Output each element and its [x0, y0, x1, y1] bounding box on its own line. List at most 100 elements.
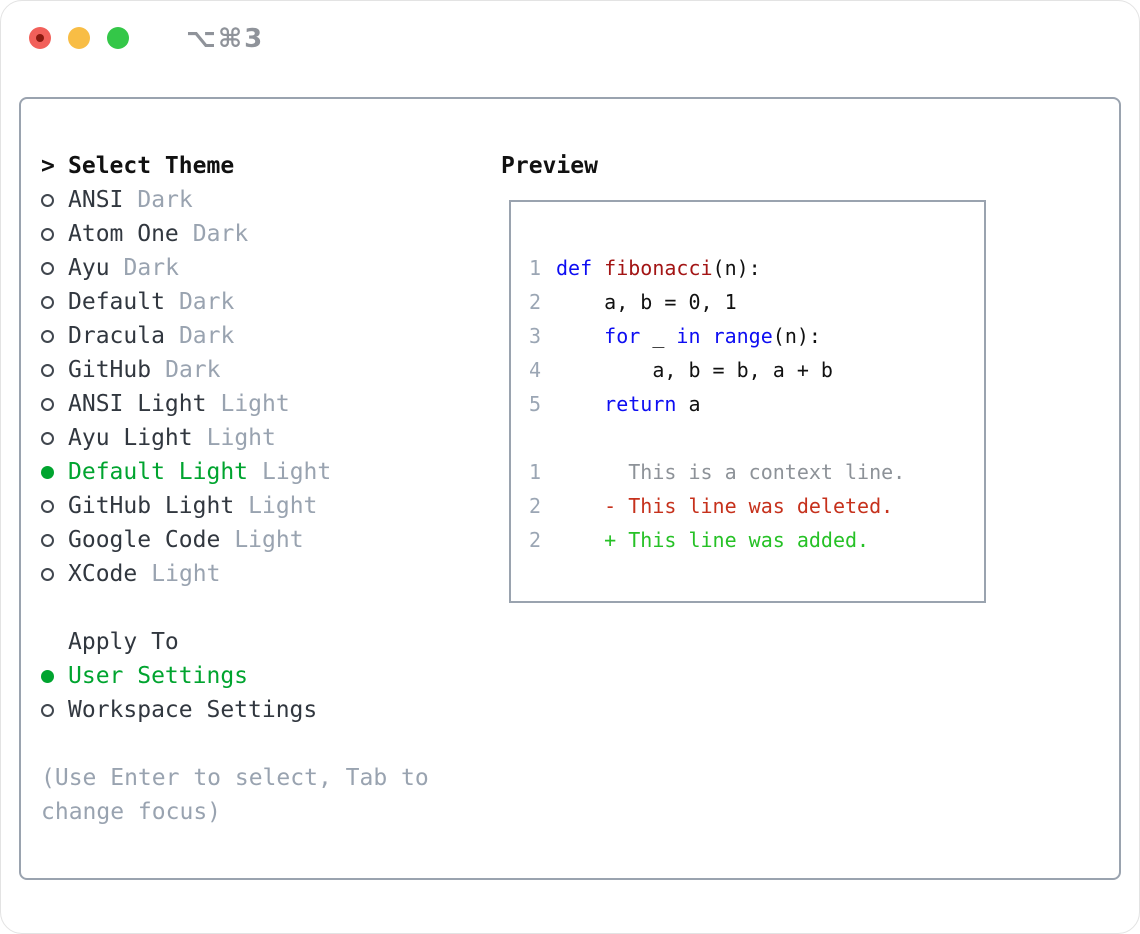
theme-label: Atom One [68, 221, 179, 247]
radio-selected-icon [41, 669, 54, 683]
theme-variant-tag: Light [248, 493, 318, 519]
radio-icon [41, 261, 54, 275]
code-text: a, b = b, a + b [556, 353, 833, 387]
minimize-button[interactable] [68, 27, 90, 49]
code-token: in [676, 324, 701, 348]
theme-option-atom-one-dark[interactable]: Atom One Dark [41, 217, 483, 251]
code-token [592, 256, 604, 280]
code-text: def fibonacci(n): [556, 251, 761, 285]
radio-selected-icon [41, 465, 54, 479]
theme-option-xcode-light[interactable]: XCode Light [41, 557, 483, 591]
theme-label: Default [68, 289, 165, 315]
code-token [701, 324, 713, 348]
apply-option-user-settings[interactable]: User Settings [41, 659, 483, 693]
titlebar: ⌥⌘3 [1, 1, 1139, 97]
code-text: + This line was added. [556, 523, 869, 557]
line-number: 1 [529, 256, 542, 280]
code-token: return [604, 392, 677, 416]
radio-icon [41, 431, 54, 445]
code-line: 2 - This line was deleted. [529, 489, 984, 523]
theme-variant-tag: Light [234, 527, 304, 553]
line-number: 3 [529, 324, 542, 348]
code-token: This is a context line. [556, 460, 906, 484]
theme-variant-tag: Dark [165, 357, 221, 383]
theme-option-ayu-dark[interactable]: Ayu Dark [41, 251, 483, 285]
radio-icon [41, 329, 54, 343]
code-line: 1 This is a context line. [529, 455, 984, 489]
theme-variant-tag: Light [206, 425, 276, 451]
theme-label: Ayu [68, 255, 110, 281]
radio-icon [41, 499, 54, 513]
theme-label: Ayu Light [68, 425, 193, 451]
select-theme-title: Select Theme [68, 153, 235, 179]
line-number: 4 [529, 358, 542, 382]
radio-icon [41, 533, 54, 547]
select-theme-header: > Select Theme [41, 149, 483, 183]
code-token: def [556, 256, 593, 280]
code-token: _ [640, 324, 677, 348]
code-token: (n): [772, 324, 821, 348]
code-token: for [604, 324, 641, 348]
code-token: a [676, 392, 701, 416]
theme-variant-tag: Dark [137, 187, 193, 213]
theme-variant-tag: Dark [178, 323, 235, 349]
code-token [556, 392, 604, 416]
theme-label: GitHub Light [68, 493, 235, 519]
theme-option-default-dark[interactable]: Default Dark [41, 285, 483, 319]
theme-variant-tag: Light [151, 561, 221, 587]
radio-icon [41, 567, 54, 581]
line-number: 2 [529, 494, 542, 518]
radio-icon [41, 397, 54, 411]
apply-option-workspace-settings[interactable]: Workspace Settings [41, 693, 483, 727]
theme-variant-tag: Dark [123, 255, 179, 281]
theme-label: Dracula [68, 323, 165, 349]
code-token: (n): [712, 256, 761, 280]
radio-icon [41, 703, 54, 717]
code-line: 3 for _ in range(n): [529, 319, 984, 353]
theme-option-google-code-light[interactable]: Google Code Light [41, 523, 483, 557]
theme-option-github-light-light[interactable]: GitHub Light Light [41, 489, 483, 523]
theme-variant-tag: Light [220, 391, 290, 417]
theme-variant-tag: Light [262, 459, 332, 485]
line-number [529, 421, 542, 455]
theme-option-dracula-dark[interactable]: Dracula Dark [41, 319, 483, 353]
line-number: 5 [529, 392, 542, 416]
theme-option-ayu-light-light[interactable]: Ayu Light Light [41, 421, 483, 455]
theme-label: Google Code [68, 527, 221, 553]
zoom-button[interactable] [107, 27, 129, 49]
theme-label: ANSI Light [68, 391, 207, 417]
radio-icon [41, 193, 54, 207]
code-line: 2 + This line was added. [529, 523, 984, 557]
theme-option-github-dark[interactable]: GitHub Dark [41, 353, 483, 387]
code-token: + This line was added. [556, 528, 870, 552]
close-button[interactable] [29, 27, 51, 49]
line-number: 2 [529, 528, 542, 552]
code-token [556, 324, 604, 348]
code-text: a, b = 0, 1 [556, 285, 737, 319]
theme-variant-tag: Dark [192, 221, 249, 247]
radio-icon [41, 295, 54, 309]
preview-header: Preview [501, 153, 598, 179]
theme-option-ansi-light-light[interactable]: ANSI Light Light [41, 387, 483, 421]
apply-option-label: Workspace Settings [68, 697, 318, 723]
theme-label: GitHub [68, 357, 152, 383]
code-token: a, b = 0, 1 [556, 290, 737, 314]
code-line: 5 return a [529, 387, 984, 421]
prompt-icon: > [41, 153, 55, 179]
apply-to-header: Apply To [41, 625, 483, 659]
window-title: ⌥⌘3 [186, 24, 265, 54]
line-number: 2 [529, 290, 542, 314]
theme-variant-tag: Dark [178, 289, 235, 315]
code-token: - This line was deleted. [556, 494, 894, 518]
theme-label: XCode [68, 561, 138, 587]
radio-icon [41, 227, 54, 241]
code-text: return a [556, 387, 701, 421]
code-text: for _ in range(n): [556, 319, 821, 353]
code-line: 2 a, b = 0, 1 [529, 285, 984, 319]
